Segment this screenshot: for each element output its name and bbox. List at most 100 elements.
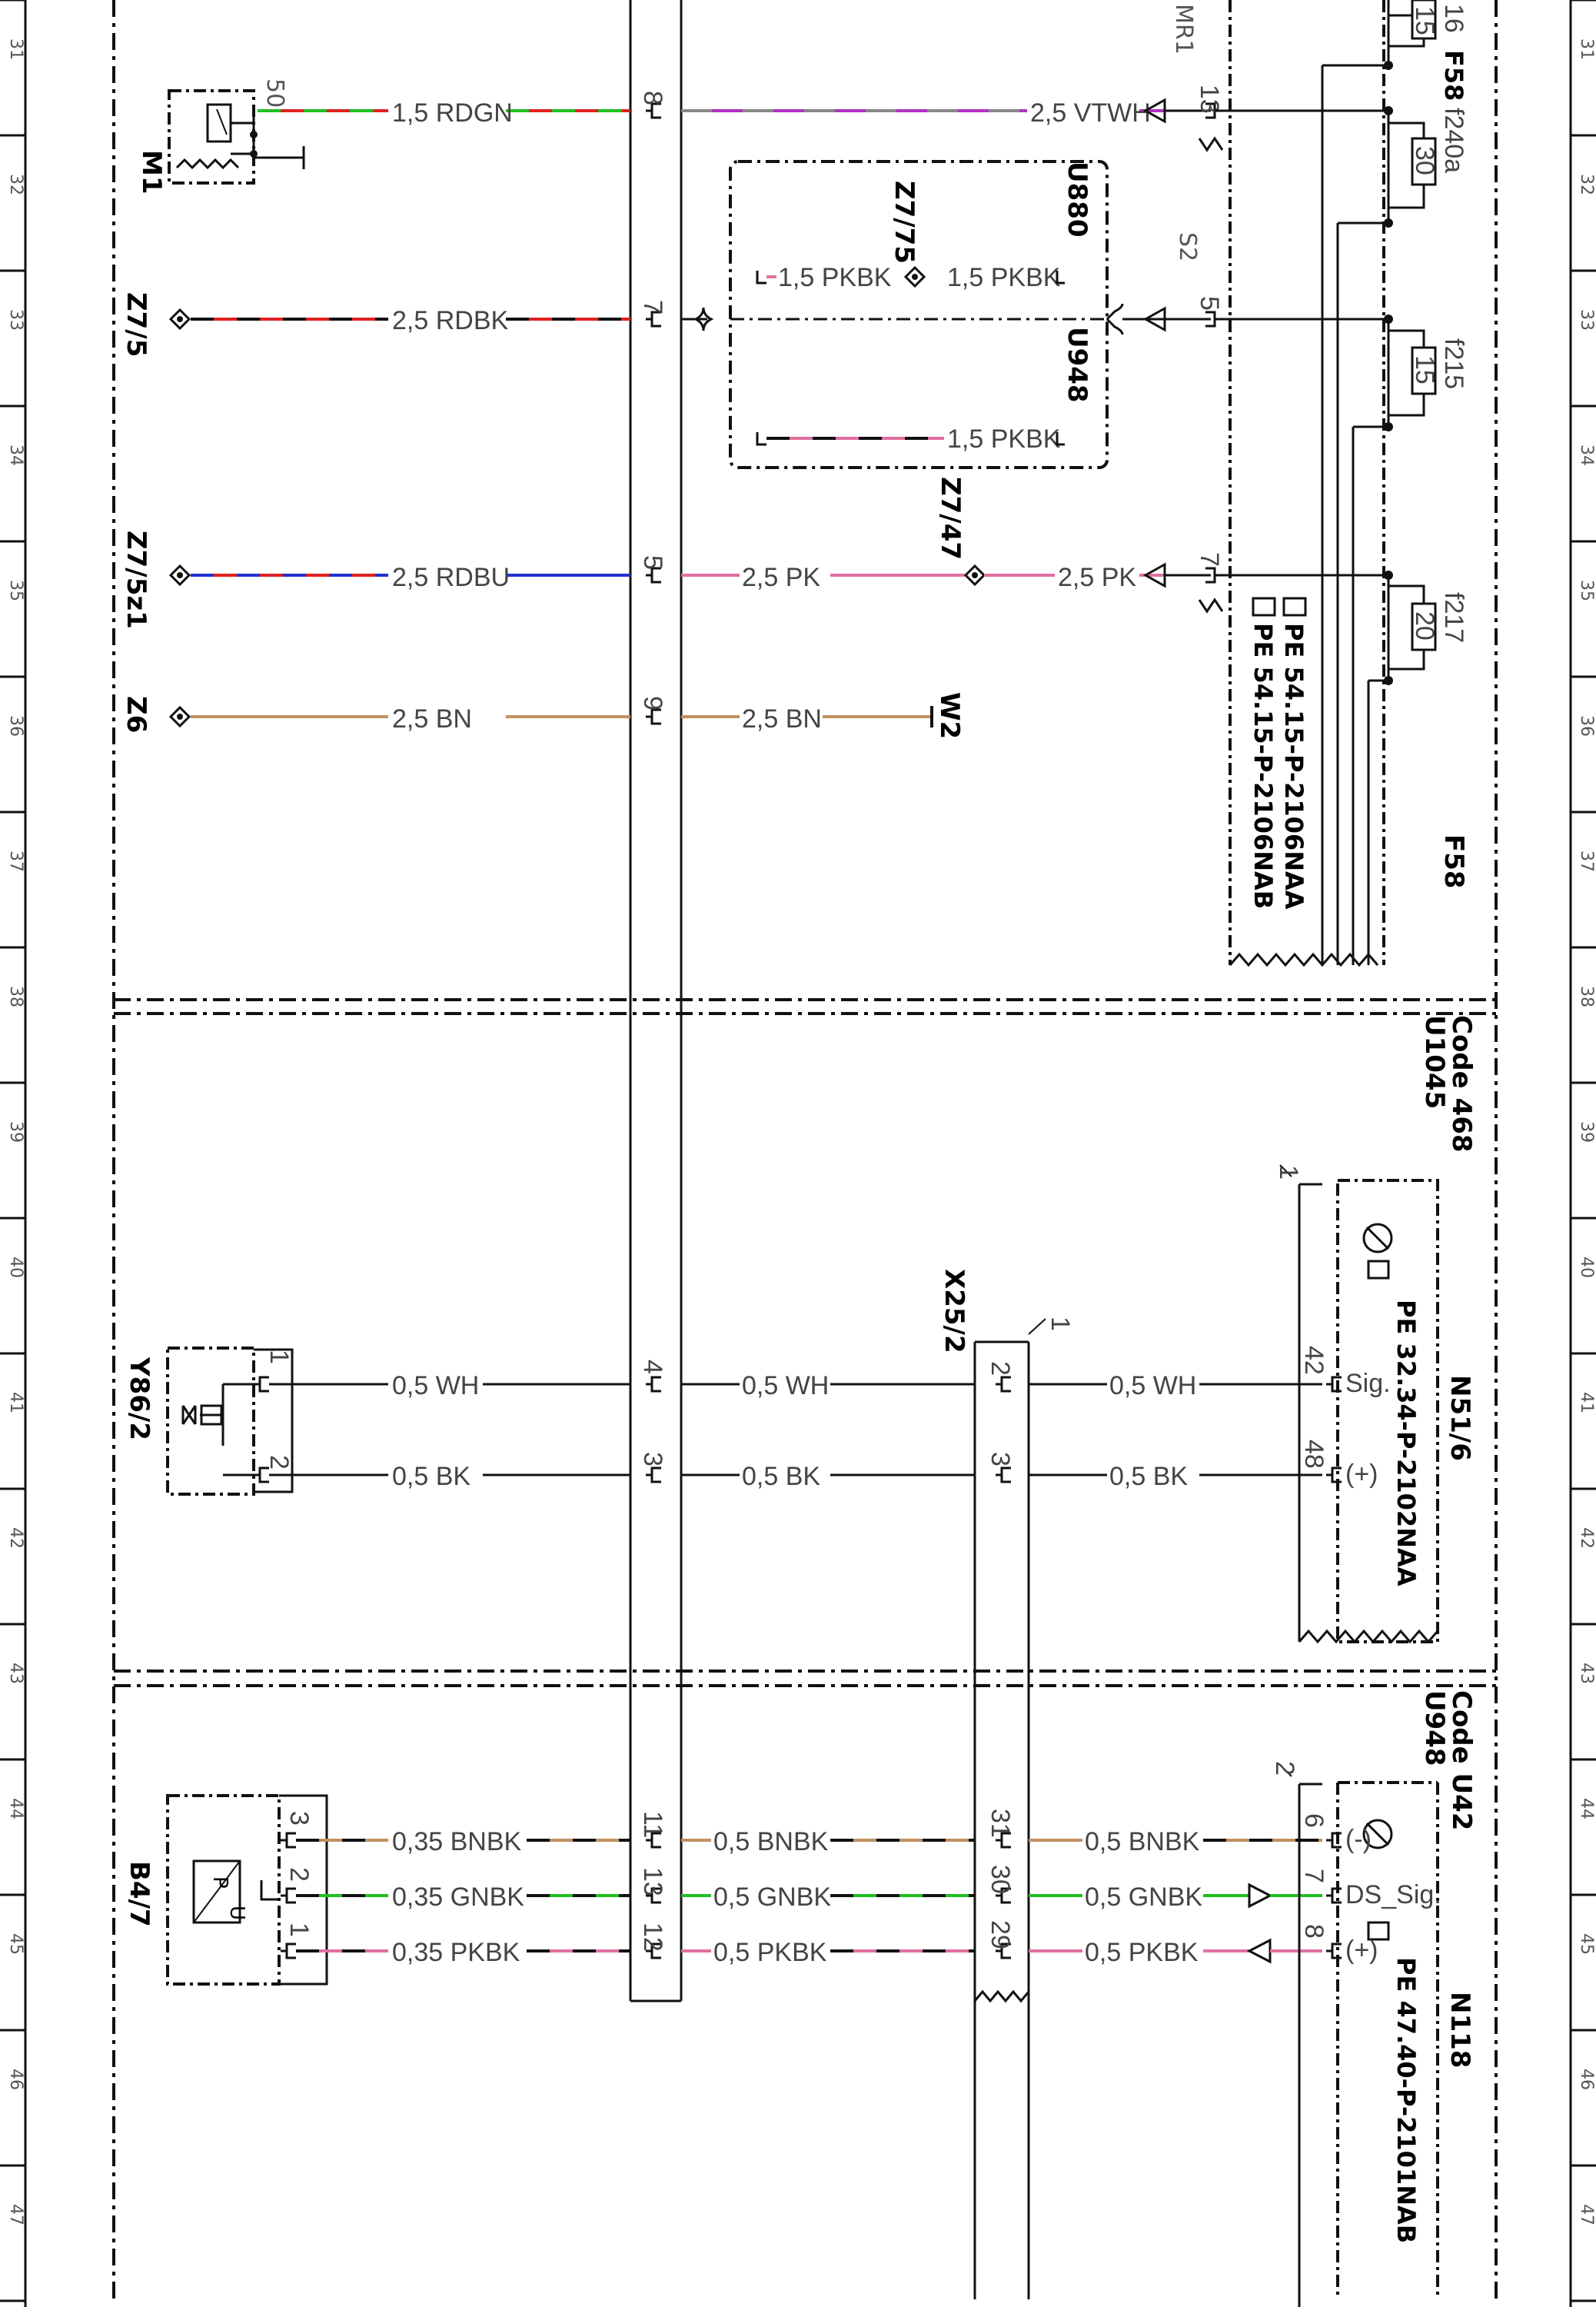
z6-label: Z6 xyxy=(121,696,151,733)
row-number: 32 xyxy=(6,174,25,195)
row-number: 31 xyxy=(1577,38,1596,60)
wire-label: 0,5 PKBK xyxy=(1085,1938,1199,1967)
pin-label: 30 xyxy=(986,1865,1015,1894)
n118-component: 2 N118 PE 47.40-P-2101NAB 6 7 8 (-) DS_S… xyxy=(1270,1761,1475,2307)
code-sub-label: U948 xyxy=(1419,1690,1450,1766)
pin-label: 3 xyxy=(284,1811,314,1826)
x25-connector: 1 X25/2 2 3 xyxy=(939,1269,1075,2299)
wire-gnbk: 0,35 GNBK 0,5 GNBK 0,5 GNBK xyxy=(296,1883,1322,1912)
wire-label: 0,5 GNBK xyxy=(1085,1883,1202,1912)
y86-component: Y86/2 1 2 xyxy=(124,1347,294,1496)
pin-label: 7 xyxy=(1195,552,1224,567)
pin-label: 8 xyxy=(1299,1924,1328,1939)
row-number: 33 xyxy=(6,309,25,331)
sig-label: Sig. xyxy=(1345,1369,1391,1398)
wire-label: 0,5 BNBK xyxy=(1085,1827,1200,1856)
section-2: Code 468 U1045 Y86/2 1 2 0,5 WH 0,5 WH 0… xyxy=(124,1015,1477,2299)
code-label: Code U42 xyxy=(1446,1690,1477,1830)
wire-label: 2,5 BN xyxy=(392,704,472,734)
pe-ref-1: PE 54.15-P-2106NAA xyxy=(1279,623,1308,910)
pin-label: 42 xyxy=(1299,1346,1328,1375)
pin-label: 6 xyxy=(1299,1813,1328,1828)
code-label: Code 468 xyxy=(1446,1015,1477,1153)
row-number: 40 xyxy=(6,1257,25,1278)
row-number: 46 xyxy=(1577,2069,1596,2090)
row-number: 36 xyxy=(1577,715,1596,737)
row-number: 34 xyxy=(6,444,25,466)
n51-num: 1 xyxy=(1274,1165,1303,1180)
z7-5z1-component: Z7/5z1 xyxy=(121,531,191,629)
wire-pkbk: 0,35 PKBK 0,5 PKBK 0,5 PKBK xyxy=(296,1938,1322,1967)
pin-label: 29 xyxy=(986,1920,1015,1949)
fuse-rating: 20 xyxy=(1410,611,1439,641)
wire-label: 0,5 BK xyxy=(1109,1462,1188,1491)
y86-label: Y86/2 xyxy=(124,1357,155,1440)
section-frames xyxy=(112,0,1498,2299)
wire-label: 2,5 PK xyxy=(742,563,820,592)
n118-label: N118 xyxy=(1445,1992,1475,2068)
pin-label: 2 xyxy=(986,1361,1015,1376)
pin-label: 8 xyxy=(638,91,667,105)
wire-rdgn: 1,5 RDGN xyxy=(258,98,630,128)
f58-fusebox: 15 30 15 20 16 F58 f240a f215 f217 F58 P… xyxy=(1215,0,1469,967)
pin-label: 5 xyxy=(638,555,667,570)
wire-wh: 0,5 WH 0,5 WH 0,5 WH xyxy=(269,1371,1322,1400)
wire-rdbk: 2,5 RDBK xyxy=(191,306,630,335)
x25-num: 1 xyxy=(1046,1317,1075,1331)
pe-ref-2: PE 54.15-P-2106NAB xyxy=(1249,623,1278,909)
pin-label: 48 xyxy=(1299,1440,1328,1469)
wire-label: 2,5 RDBU xyxy=(392,563,510,592)
f58-label: F58 xyxy=(1438,834,1469,889)
row-number: 41 xyxy=(1577,1392,1596,1413)
row-number: 43 xyxy=(6,1663,25,1684)
wire-label: 0,5 WH xyxy=(392,1371,479,1400)
wire-label: 0,35 BNBK xyxy=(392,1827,522,1856)
wire-label: 0,5 BK xyxy=(742,1462,820,1491)
mr1-connector: MR1 13 xyxy=(1142,4,1224,152)
pin-label: 2 xyxy=(264,1455,294,1470)
s2-label: S2 xyxy=(1174,232,1201,261)
fuse-rating: 15 xyxy=(1410,355,1439,384)
row-number: 40 xyxy=(1577,1257,1596,1278)
pin-label: 4 xyxy=(638,1360,667,1374)
u948-label: U948 xyxy=(1062,327,1092,403)
top-code: 16 xyxy=(1439,4,1468,33)
pin-label: 3 xyxy=(986,1452,1015,1466)
wire-label: 1,5 PKBK xyxy=(947,263,1061,292)
u880-label: U880 xyxy=(1062,161,1092,238)
wire-label: 0,5 WH xyxy=(1109,1371,1196,1400)
wire-rdbu: 2,5 RDBU xyxy=(191,563,630,592)
pin-label: 3 xyxy=(638,1452,667,1466)
m1-component: M1 50 xyxy=(136,78,305,195)
row-number: 44 xyxy=(1577,1798,1596,1819)
n118-num: 2 xyxy=(1270,1761,1299,1776)
wire-label: 1,5 PKBK xyxy=(947,424,1061,454)
wire-label: 0,5 BK xyxy=(392,1462,470,1491)
row-number: 31 xyxy=(6,38,25,60)
pin-label: 11 xyxy=(638,1811,667,1838)
wire-label: 0,5 WH xyxy=(742,1371,829,1400)
wire-label: 1,5 RDGN xyxy=(392,98,513,128)
row-number: 44 xyxy=(6,1798,25,1819)
wire-label: 0,35 GNBK xyxy=(392,1883,524,1912)
ds-sig-label: DS_Sig. xyxy=(1345,1880,1441,1909)
connector-trunk xyxy=(629,0,683,2002)
row-number: 37 xyxy=(6,851,25,872)
pe-ref: PE 32.34-P-2102NAA xyxy=(1392,1300,1421,1586)
row-number: 41 xyxy=(6,1392,25,1413)
row-number: 38 xyxy=(1577,986,1596,1007)
row-number: 38 xyxy=(6,986,25,1007)
f240a-label: f240a xyxy=(1439,108,1468,173)
pu-p: P xyxy=(208,1876,231,1889)
w2-label: W2 xyxy=(934,692,965,739)
pk-connector: 7 xyxy=(1142,552,1224,614)
code-sub-label: U1045 xyxy=(1419,1015,1450,1109)
pin-label: 1 xyxy=(284,1922,314,1937)
row-number: 47 xyxy=(1577,2204,1596,2225)
row-number: 35 xyxy=(6,580,25,601)
f215-label: f215 xyxy=(1439,338,1468,389)
wire-label: 2,5 BN xyxy=(742,704,822,734)
row-number: 39 xyxy=(6,1121,25,1143)
